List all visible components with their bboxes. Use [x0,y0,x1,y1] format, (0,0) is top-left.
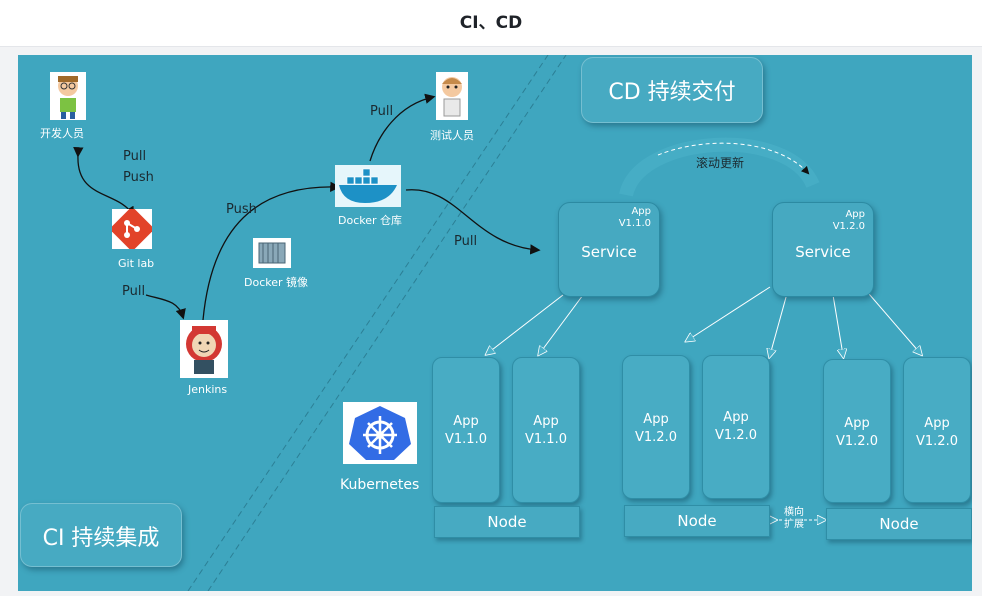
service-app-text: App [631,206,651,217]
service-label: Service [581,243,637,261]
diagram-connectors [73,55,972,591]
node-2: Node [624,505,770,537]
arrow-label-pull-3: Pull [370,104,394,119]
cd-label-box: CD 持续交付 [581,57,763,123]
tester-label: 测试人员 [430,129,474,142]
arrow-label-push-2: Push [226,202,257,217]
pod-1: App V1.1.0 [432,357,500,503]
jenkins-icon [180,320,228,378]
pod-version: V1.2.0 [715,428,757,443]
gitlab-icon [109,206,155,252]
developer-icon [50,72,86,120]
docker-image-label: Docker 镜像 [244,276,309,289]
pod-app: App [453,414,479,429]
arrow-label-push-1: Push [123,170,154,185]
pod-version: V1.1.0 [525,432,567,447]
docker-repo-icon [335,165,401,207]
header-bar: CI、CD [0,0,982,47]
pod-version: V1.2.0 [836,434,878,449]
pod-version: V1.2.0 [635,430,677,445]
jenkins-label: Jenkins [188,383,228,396]
service-label: Service [795,243,851,261]
pod-app: App [643,412,669,427]
arrow-label-pull-4: Pull [454,234,478,249]
kubernetes-label: Kubernetes [340,477,420,493]
service-version-text: V1.2.0 [832,221,865,232]
pod-app: App [723,410,749,425]
page-title: CI、CD [459,13,523,33]
tester-icon [436,72,468,120]
cd-label: CD 持续交付 [608,80,736,105]
ci-label: CI 持续集成 [42,526,160,551]
pod-app: App [924,416,950,431]
node-3: Node [826,508,972,540]
service-version-text: V1.1.0 [618,218,651,229]
pod-version: V1.2.0 [916,434,958,449]
pod-app: App [844,416,870,431]
node-1: Node [434,506,580,538]
developer-label: 开发人员 [40,127,84,140]
kubernetes-icon [343,402,417,464]
pod-6: App V1.2.0 [903,357,971,503]
service-app-text: App [845,209,865,220]
gitlab-label: Git lab [118,257,155,270]
pod-app: App [533,414,559,429]
docker-repo-label: Docker 仓库 [338,214,403,227]
docker-image-icon [253,238,291,268]
pod-5: App V1.2.0 [823,359,891,503]
arrow-label-pull-2: Pull [122,284,146,299]
pod-4: App V1.2.0 [702,355,770,499]
pod-version: V1.1.0 [445,432,487,447]
rolling-update-label: 滚动更新 [696,156,745,170]
cicd-diagram: CD 持续交付 CI 持续集成 开发人员 Pull Push Git lab P… [18,55,972,591]
ci-label-box: CI 持续集成 [20,503,182,567]
pod-3: App V1.2.0 [622,355,690,499]
pod-2: App V1.1.0 [512,357,580,503]
horizontal-scale-label: 横向 扩展 [784,507,804,531]
arrow-label-pull-1: Pull [123,149,147,164]
